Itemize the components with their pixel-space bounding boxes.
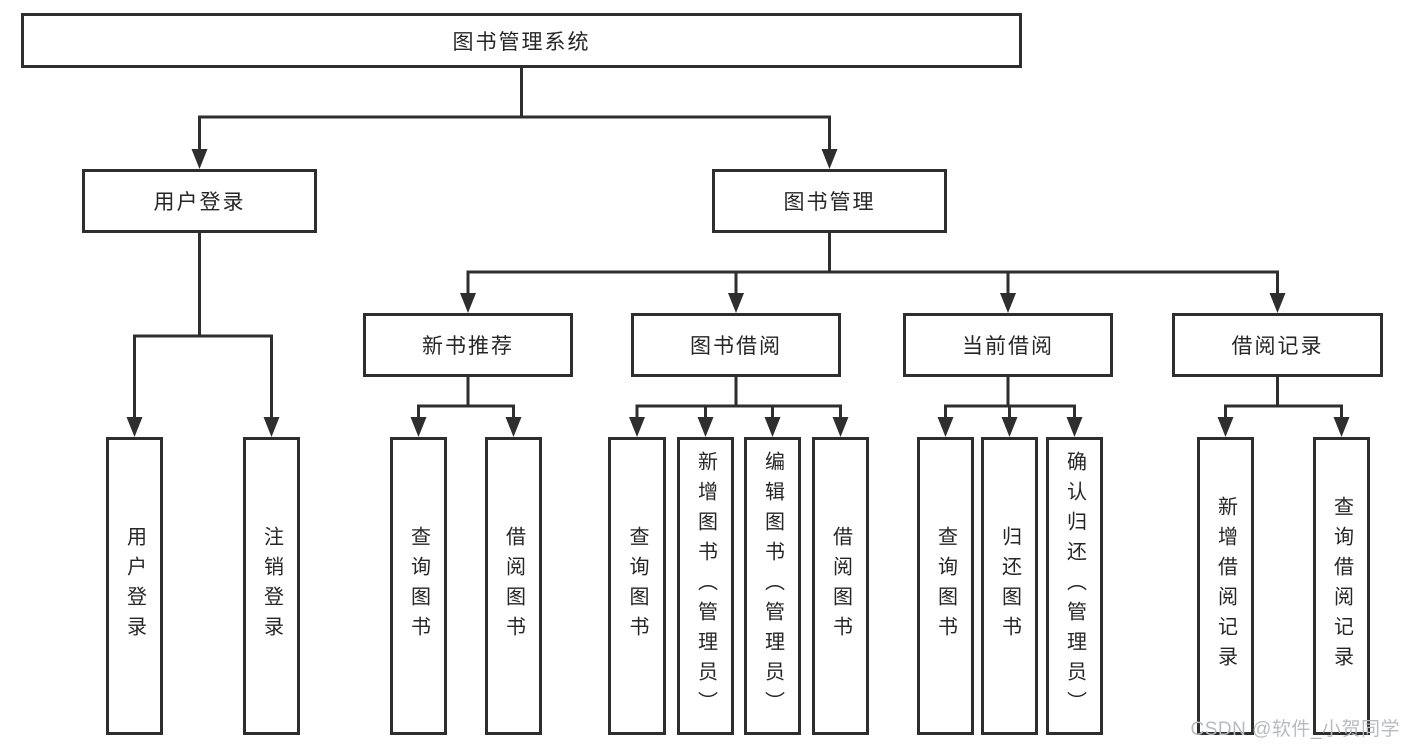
node-label-new-book-rec: 新书推荐: [422, 335, 514, 358]
node-leaf-confirm-return: 确认归还（管理员）: [1046, 437, 1103, 735]
node-leaf-query-book-3: 查询图书: [917, 437, 974, 735]
arrow-head-book-borrow: [728, 293, 744, 313]
arrow-head-leaf-edit-book: [764, 417, 781, 437]
node-label-leaf-borrow-book-2: 借阅图书: [829, 526, 852, 646]
node-leaf-query-borrow-record: 查询借阅记录: [1313, 437, 1370, 735]
node-leaf-borrow-book-1: 借阅图书: [485, 437, 542, 735]
watermark: CSDN @软件_小贺同学: [1190, 719, 1400, 740]
node-current-borrow: 当前借阅: [903, 313, 1113, 377]
arrow-head-leaf-query-borrow-record: [1333, 417, 1350, 437]
node-label-leaf-query-borrow-record: 查询借阅记录: [1330, 496, 1353, 676]
connector-borrow-records: [1217, 377, 1350, 437]
arrow-head-leaf-add-borrow-record: [1217, 417, 1234, 437]
node-leaf-add-book: 新增图书（管理员）: [677, 437, 734, 735]
arrow-head-current-borrow: [1000, 293, 1016, 313]
arrow-head-leaf-query-book-3: [937, 417, 954, 437]
arrow-head-leaf-confirm-return: [1066, 417, 1083, 437]
connector-root: [191, 68, 838, 169]
node-borrow-records: 借阅记录: [1172, 313, 1383, 377]
node-label-root: 图书管理系统: [452, 30, 591, 54]
connector-new-book-rec: [410, 377, 522, 437]
node-label-current-borrow: 当前借阅: [962, 335, 1054, 358]
node-label-leaf-query-book-2: 查询图书: [626, 526, 648, 646]
node-leaf-query-book-2: 查询图书: [608, 437, 666, 735]
connector-current-borrow: [937, 377, 1083, 437]
node-label-leaf-borrow-book-1: 借阅图书: [502, 526, 525, 646]
node-new-book-rec: 新书推荐: [363, 313, 573, 377]
arrow-head-leaf-borrow-book-2: [832, 417, 849, 437]
arrow-head-leaf-add-book: [697, 417, 714, 437]
node-label-leaf-logout: 注销登录: [260, 526, 283, 646]
node-label-leaf-confirm-return: 确认归还（管理员）: [1063, 451, 1086, 721]
node-leaf-user-login: 用户登录: [106, 437, 163, 735]
arrow-head-leaf-user-login: [126, 417, 143, 437]
arrow-head-leaf-logout: [263, 417, 280, 437]
arrow-head-leaf-query-book-2: [629, 417, 645, 437]
node-label-leaf-query-book-3: 查询图书: [934, 526, 957, 646]
arrow-head-leaf-borrow-book-1: [505, 417, 522, 437]
node-root: 图书管理系统: [21, 13, 1022, 68]
connector-book-borrow: [629, 377, 849, 437]
node-book-mgmt: 图书管理: [712, 169, 947, 233]
arrow-head-leaf-return-book: [1001, 417, 1018, 437]
node-leaf-add-borrow-record: 新增借阅记录: [1197, 437, 1254, 735]
node-label-leaf-edit-book: 编辑图书（管理员）: [761, 451, 784, 721]
node-label-leaf-user-login: 用户登录: [123, 526, 146, 646]
node-label-book-borrow: 图书借阅: [690, 335, 782, 358]
node-leaf-logout: 注销登录: [243, 437, 300, 735]
node-leaf-edit-book: 编辑图书（管理员）: [744, 437, 801, 735]
arrow-head-book-mgmt: [821, 149, 838, 169]
node-leaf-query-book-1: 查询图书: [390, 437, 447, 735]
arrow-head-new-book-rec: [460, 293, 476, 313]
node-leaf-return-book: 归还图书: [981, 437, 1038, 735]
node-label-leaf-add-book: 新增图书（管理员）: [694, 451, 717, 721]
node-label-leaf-return-book: 归还图书: [998, 526, 1021, 646]
node-leaf-borrow-book-2: 借阅图书: [812, 437, 869, 735]
arrow-head-leaf-query-book-1: [410, 417, 427, 437]
arrow-head-borrow-records: [1269, 293, 1286, 313]
node-user-login: 用户登录: [82, 169, 317, 233]
node-label-user-login: 用户登录: [153, 191, 246, 214]
connector-book-mgmt: [460, 233, 1286, 313]
node-label-leaf-add-borrow-record: 新增借阅记录: [1214, 496, 1237, 676]
node-label-leaf-query-book-1: 查询图书: [407, 526, 430, 646]
node-label-book-mgmt: 图书管理: [783, 191, 876, 214]
connector-user-login: [126, 233, 280, 437]
arrow-head-user-login: [191, 149, 208, 169]
node-label-borrow-records: 借阅记录: [1231, 335, 1324, 358]
node-book-borrow: 图书借阅: [631, 313, 841, 377]
